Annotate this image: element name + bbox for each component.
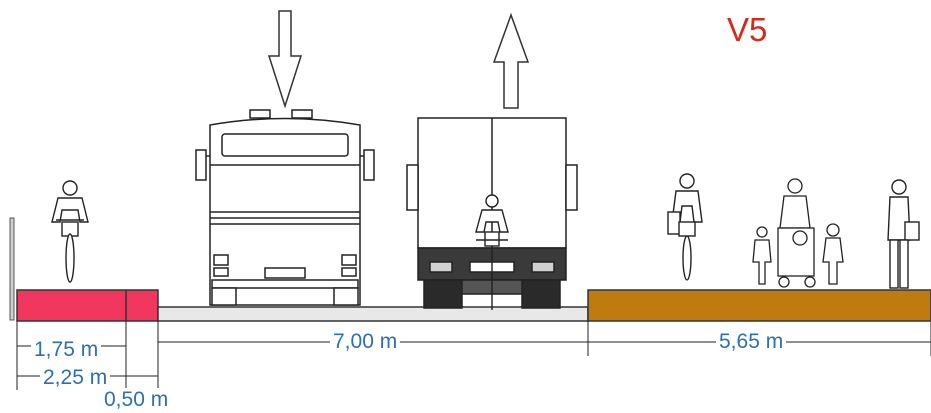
bike-lane-surface <box>16 289 159 322</box>
curb-post <box>9 217 15 321</box>
variant-title: V5 <box>727 11 768 48</box>
cyclist-icon <box>51 180 89 283</box>
up-arrow-icon <box>492 12 530 109</box>
buffer-width-label: 0,50 m <box>101 388 172 412</box>
bike-total-width-label: 2,25 m <box>40 366 111 390</box>
sidewalk-width-label: 5,65 m <box>716 330 787 354</box>
stroller-family-icon <box>752 178 844 288</box>
pedestrian-icon <box>887 179 920 289</box>
bike-lane-width-label: 1,75 m <box>31 338 102 362</box>
cyclist-icon <box>667 173 703 281</box>
roadway-surface <box>157 306 589 322</box>
down-arrow-icon <box>267 10 303 109</box>
cyclist-icon <box>475 194 509 310</box>
bus-front-icon <box>195 109 375 306</box>
sidewalk-surface <box>587 289 931 322</box>
roadway-width-label: 7,00 m <box>330 330 401 354</box>
